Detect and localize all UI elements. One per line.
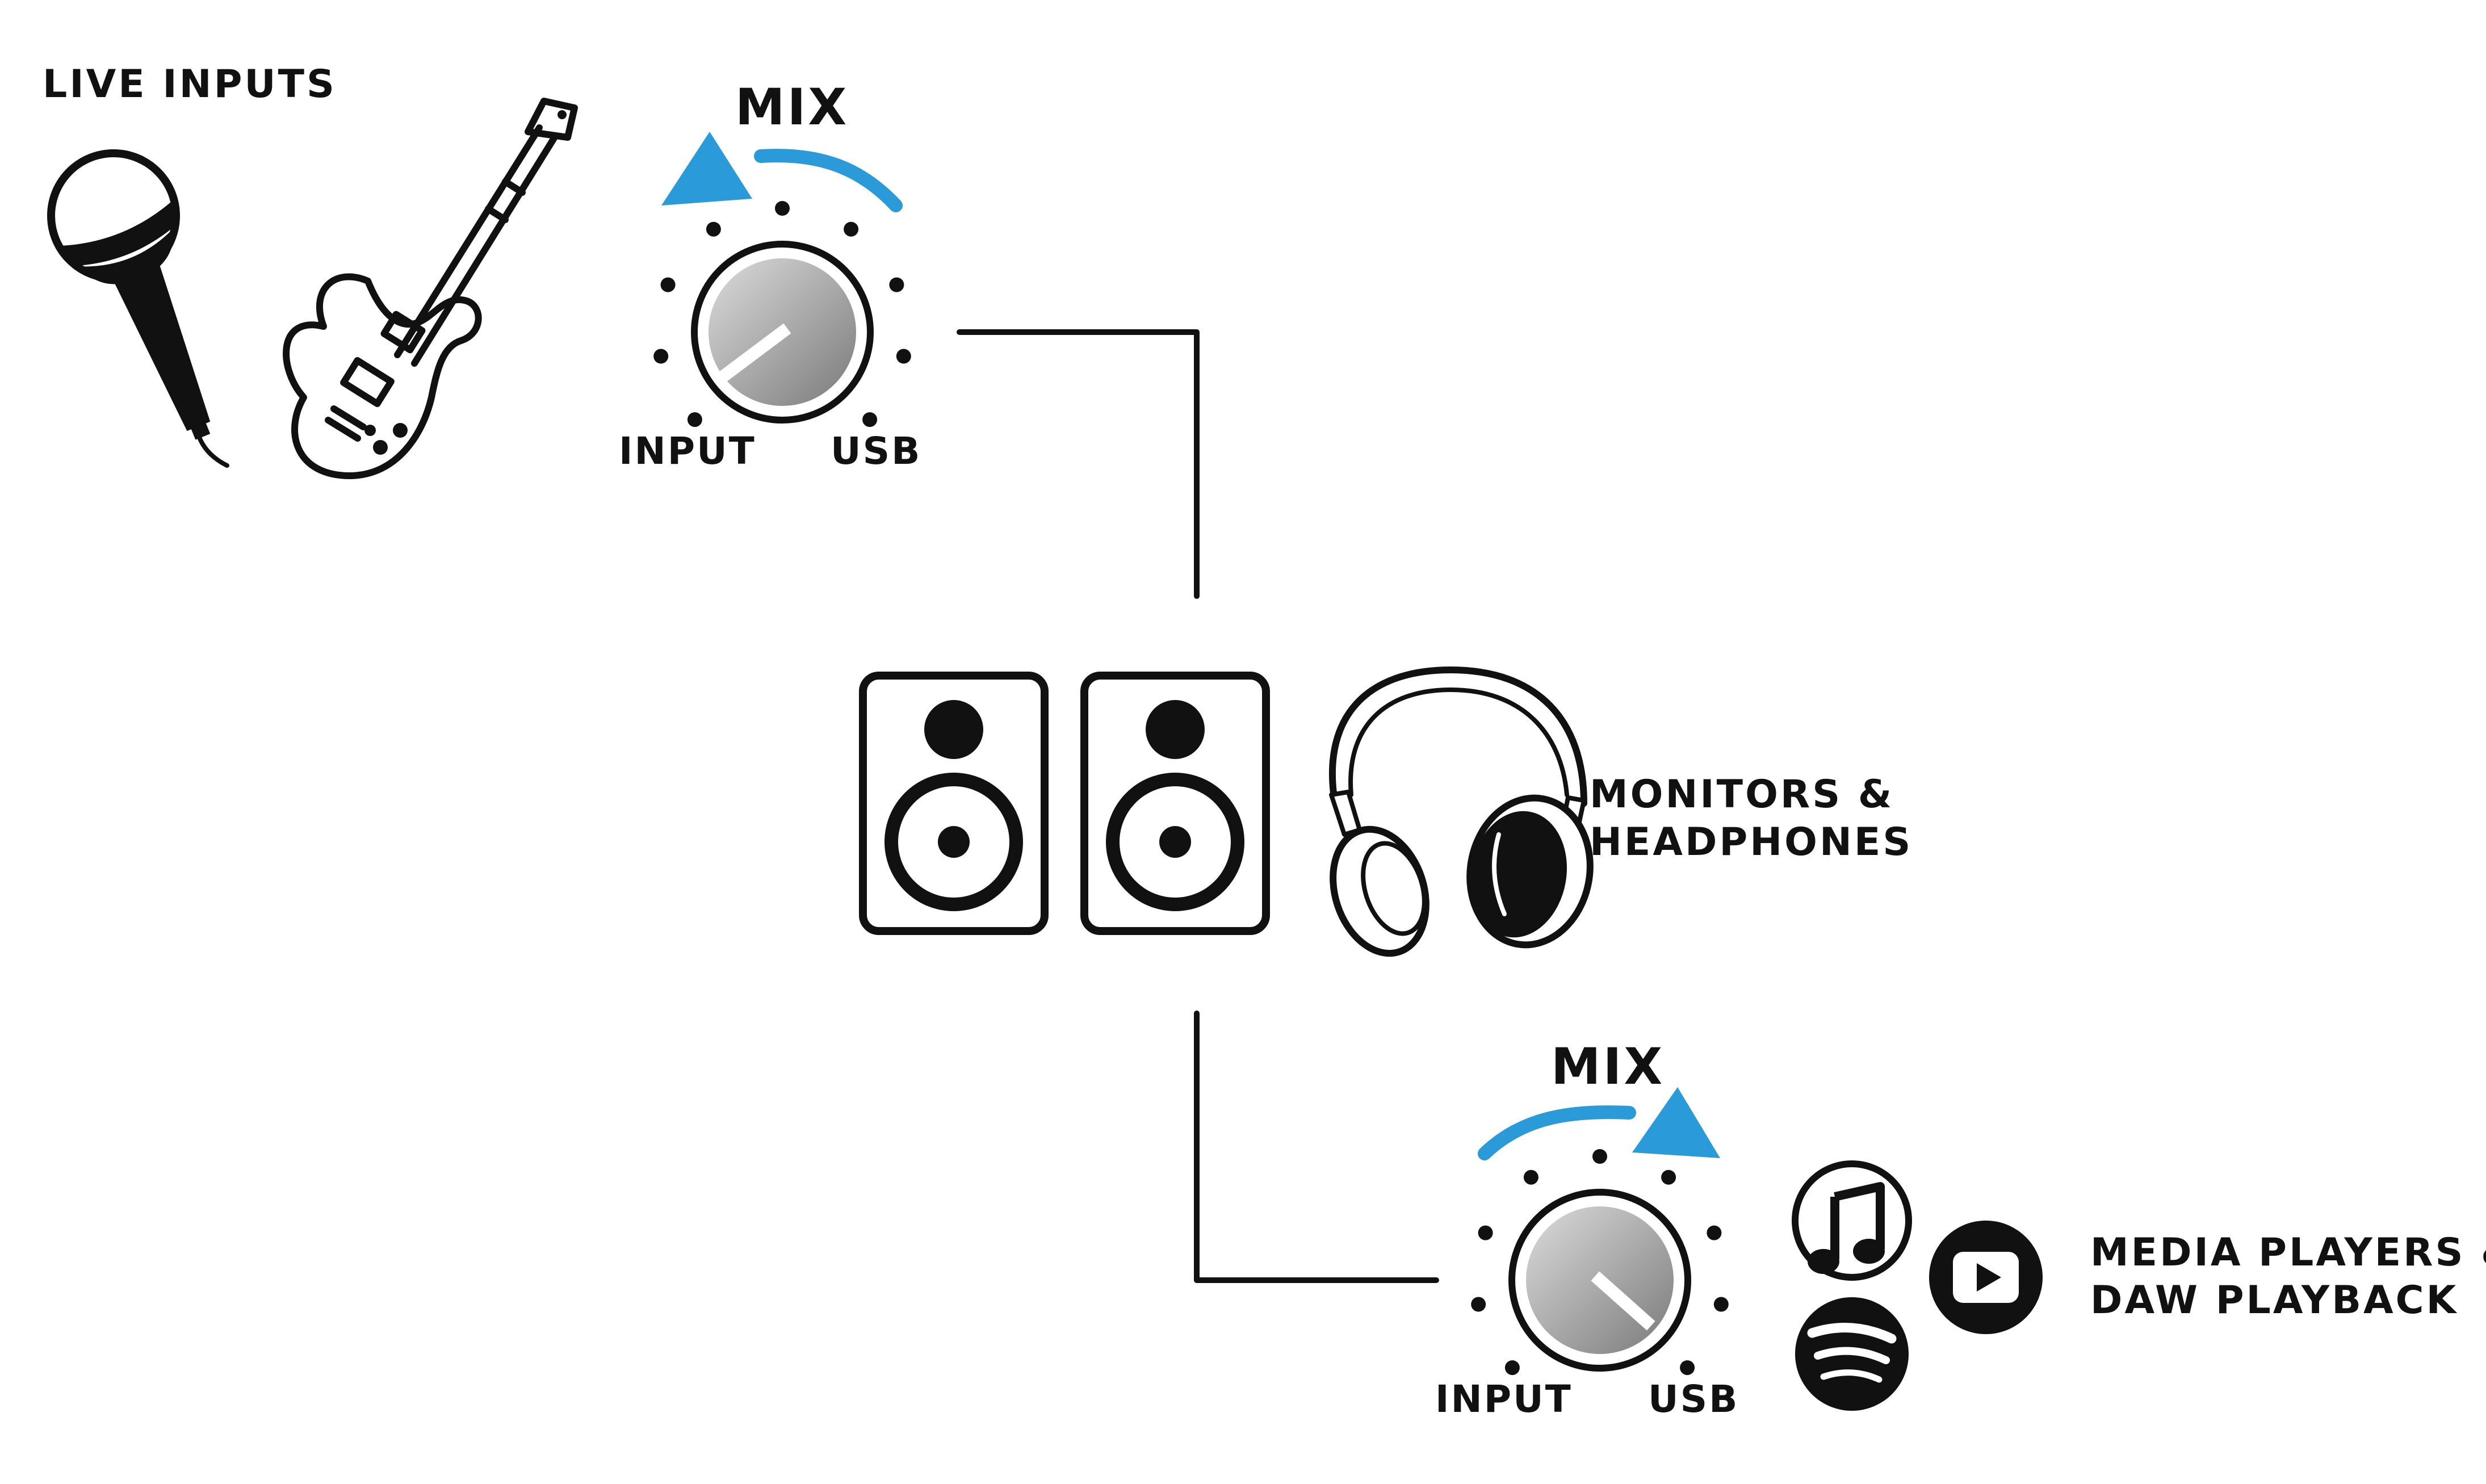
studio-monitor-icon [859, 672, 1049, 935]
knob-scale-dot [1504, 1360, 1520, 1376]
media-label: MEDIA PLAYERS & DAW PLAYBACK [2090, 1229, 2486, 1324]
knob-scale-dot [706, 221, 721, 237]
knob-scale-dot [1478, 1225, 1493, 1240]
knob-scale-dots [653, 201, 911, 427]
media-label-line2: DAW PLAYBACK [2090, 1278, 2459, 1323]
knob-scale-dot [687, 412, 702, 427]
music-note-icon[interactable] [1792, 1160, 1912, 1281]
knob-scale-dot [862, 412, 878, 427]
play-button-icon[interactable] [1929, 1221, 2043, 1334]
knob-scale-dot [1713, 1297, 1729, 1312]
media-label-line1: MEDIA PLAYERS & [2090, 1230, 2486, 1275]
knob-scale-dot [660, 277, 676, 292]
electric-guitar-icon [283, 98, 578, 480]
mix-arrow-top[interactable] [661, 132, 903, 212]
mix-bottom-input-label: INPUT [1435, 1377, 1573, 1421]
mix-knob-bottom [1471, 1149, 1729, 1376]
knob-scale-dot [1707, 1225, 1722, 1240]
knob-scale-dot [1523, 1169, 1538, 1185]
knob-scale-dot [1471, 1297, 1486, 1312]
knob-scale-dot [775, 201, 790, 216]
mix-bottom-title: MIX [1551, 1037, 1665, 1096]
knob-scale-dot [889, 277, 904, 292]
connector-bottom [1194, 1011, 1439, 1283]
mix-knob-top [653, 201, 911, 427]
knob-scale-dot [653, 349, 669, 364]
mix-top-usb-label: USB [831, 429, 922, 473]
outputs-label: MONITORS & HEADPHONES [1590, 771, 1913, 866]
connector-top [957, 329, 1200, 599]
knob-scale-dots [1471, 1149, 1729, 1376]
headphones-icon [1328, 666, 1594, 957]
knob-scale-dot [844, 221, 859, 237]
microphone-icon [47, 149, 229, 468]
mix-top-title: MIX [735, 78, 849, 136]
knob-scale-dot [1680, 1360, 1695, 1376]
outputs-label-line2: HEADPHONES [1590, 820, 1913, 865]
knob-scale-dot [1661, 1169, 1676, 1185]
mix-bottom-usb-label: USB [1648, 1377, 1739, 1421]
studio-monitor-icon [1080, 672, 1270, 935]
spotify-icon[interactable] [1795, 1297, 1909, 1411]
knob-scale-dot [1592, 1149, 1607, 1164]
mix-arrow-bottom[interactable] [1478, 1087, 1720, 1160]
mix-top-input-label: INPUT [619, 429, 756, 473]
knob-scale-dot [896, 349, 911, 364]
live-inputs-label: LIVE INPUTS [43, 62, 337, 107]
outputs-label-line1: MONITORS & [1590, 772, 1894, 817]
